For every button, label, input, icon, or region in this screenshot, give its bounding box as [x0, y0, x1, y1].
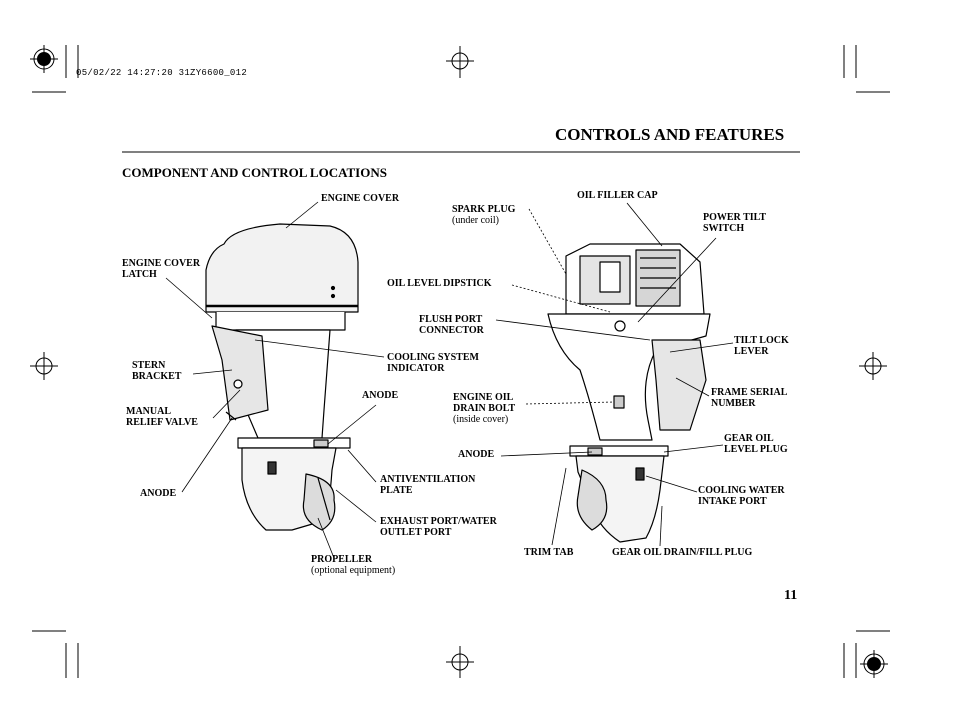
subsection-title: COMPONENT AND CONTROL LOCATIONS	[122, 165, 387, 180]
label-oil-level-dipstick: OIL LEVEL DIPSTICK	[387, 278, 492, 289]
sunburst-bottom-right	[860, 650, 888, 678]
left-motor-illustration	[205, 223, 359, 531]
label-anode-right: ANODE	[458, 449, 495, 460]
crosshair-bottom	[446, 646, 474, 678]
label-engine-cover: ENGINE COVER	[321, 193, 400, 204]
print-stamp: 05/02/22 14:27:20 31ZY6600_012	[76, 68, 248, 78]
label-anode-left: ANODE	[140, 488, 177, 499]
crosshair-top	[446, 46, 474, 78]
section-title: CONTROLS AND FEATURES	[555, 125, 785, 144]
sunburst-top-left	[30, 45, 58, 73]
label-anode-mid: ANODE	[362, 390, 399, 401]
crosshair-left	[30, 352, 58, 380]
label-propeller: PROPELLER(optional equipment)	[311, 554, 396, 576]
page-number: 11	[784, 588, 798, 603]
label-trim-tab: TRIM TAB	[524, 547, 574, 558]
label-oil-filler-cap: OIL FILLER CAP	[577, 190, 658, 201]
crosshair-right	[859, 352, 887, 380]
right-motor-illustration	[547, 243, 711, 543]
label-spark-plug: SPARK PLUG(under coil)	[452, 204, 516, 226]
leader-lines	[165, 201, 734, 559]
label-gear-oil-drain-fill-plug: GEAR OIL DRAIN/FILL PLUG	[612, 547, 753, 558]
